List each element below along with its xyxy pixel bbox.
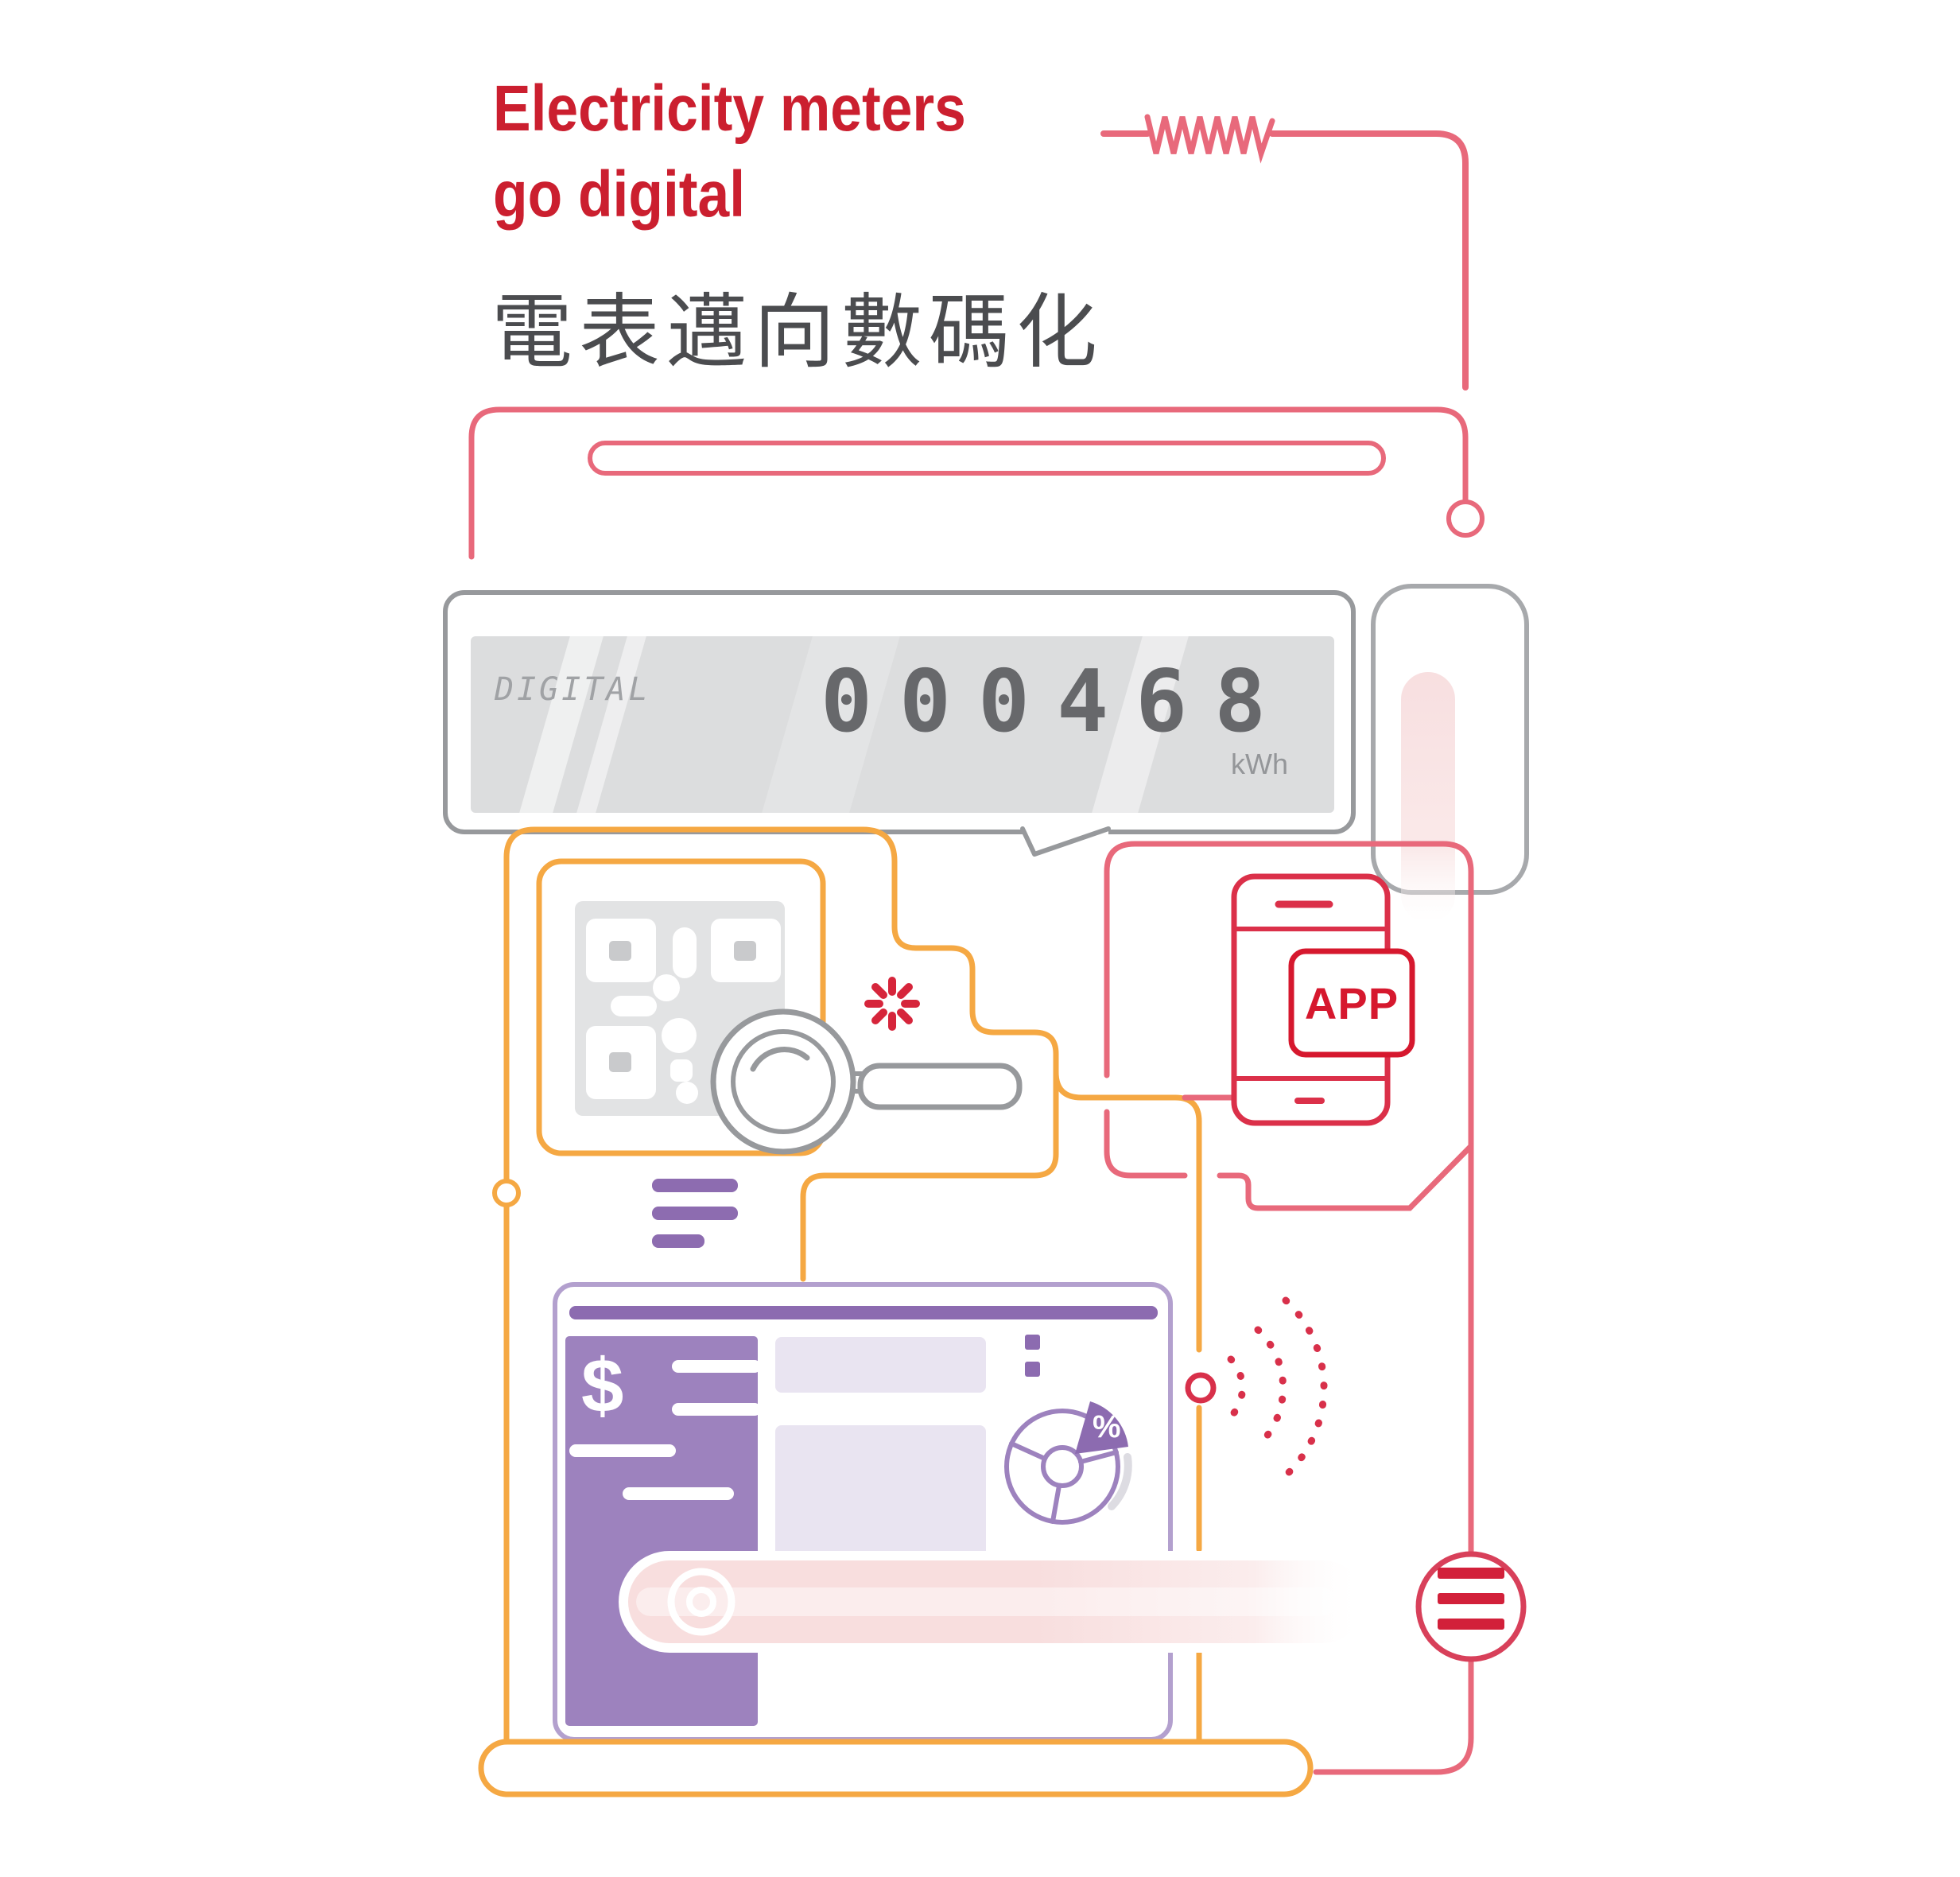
smartphone-icon xyxy=(1231,873,1415,1126)
lcd-glare xyxy=(510,636,1196,813)
meter-brand-label: DIGITAL xyxy=(495,671,651,708)
text-lines-decoration xyxy=(652,1179,738,1248)
pie-slice-exploded xyxy=(1075,1401,1128,1454)
qr-code-icon xyxy=(575,901,785,1116)
progress-bar-icon xyxy=(619,1551,1374,1653)
page-subtitle-chinese: 電表邁向數碼化 xyxy=(491,286,1104,380)
app-badge-icon xyxy=(1288,948,1415,1058)
magnifier-icon xyxy=(710,1008,1023,1155)
digital-meter-icon xyxy=(443,590,1356,857)
progress-target-ring xyxy=(667,1568,735,1636)
page-title-line2: go digital xyxy=(493,158,746,231)
bill-invoice-icon xyxy=(553,1282,1173,1742)
pie-percent-label: % xyxy=(1093,1409,1121,1444)
page-title-line1: Electricity meters xyxy=(493,72,966,145)
inductor-coil-icon xyxy=(1100,114,1469,391)
hamburger-menu-icon xyxy=(1313,1551,1527,1775)
phone-bubble-outline xyxy=(1104,841,1474,1556)
bill-currency-symbol: $ xyxy=(581,1343,624,1428)
meter-unit-label: kWh xyxy=(1231,748,1288,780)
connector-dot-icon xyxy=(492,1179,521,1207)
base-stand xyxy=(478,1739,1314,1797)
pink-indicator-pill xyxy=(1401,672,1455,923)
app-badge-label: APP xyxy=(1304,977,1399,1028)
connector-dot-icon xyxy=(1446,499,1485,538)
loading-spinner-icon xyxy=(864,977,920,1031)
lcd-panel xyxy=(471,636,1334,813)
bill-header-bar xyxy=(569,1306,1158,1319)
bubble-tail xyxy=(1020,826,1111,857)
wifi-signal-icon xyxy=(1185,1296,1328,1479)
bill-text-block xyxy=(775,1337,986,1393)
pie-chart-icon xyxy=(1004,1401,1132,1525)
meter-reading-value: 000468 xyxy=(821,652,1294,752)
meter-housing-outline xyxy=(468,406,1485,560)
bill-text-block xyxy=(775,1425,986,1567)
